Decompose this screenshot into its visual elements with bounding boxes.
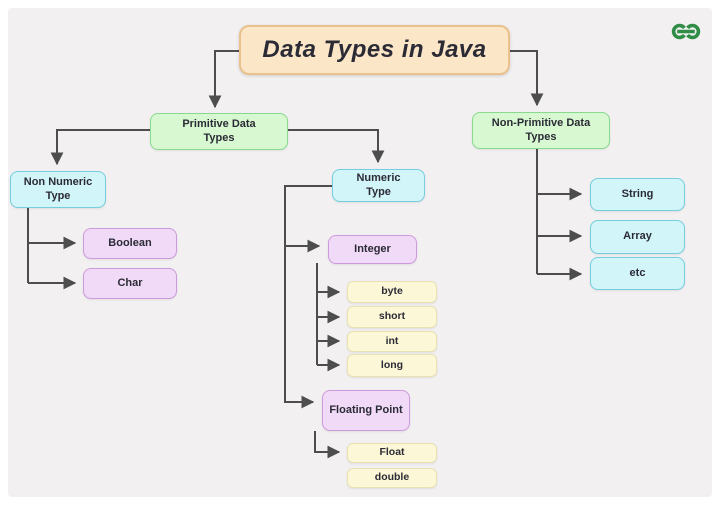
node-short: short: [347, 306, 437, 328]
node-non-primitive-data-types: Non-Primitive Data Types: [472, 112, 610, 149]
node-long: long: [347, 354, 437, 377]
node-char: Char: [83, 268, 177, 299]
node-byte: byte: [347, 281, 437, 303]
node-double: double: [347, 468, 437, 488]
node-etc: etc: [590, 257, 685, 290]
geeksforgeeks-logo-icon: [671, 23, 701, 40]
node-integer: Integer: [328, 235, 417, 264]
node-primitive-data-types: Primitive Data Types: [150, 113, 288, 150]
node-array: Array: [590, 220, 685, 254]
node-numeric-type: Numeric Type: [332, 169, 425, 202]
node-string: String: [590, 178, 685, 211]
node-floating-point: Floating Point: [322, 390, 410, 431]
node-int: int: [347, 331, 437, 352]
node-boolean: Boolean: [83, 228, 177, 259]
node-non-numeric-type: Non Numeric Type: [10, 171, 106, 208]
node-float: Float: [347, 443, 437, 463]
diagram-title: Data Types in Java: [239, 25, 510, 75]
